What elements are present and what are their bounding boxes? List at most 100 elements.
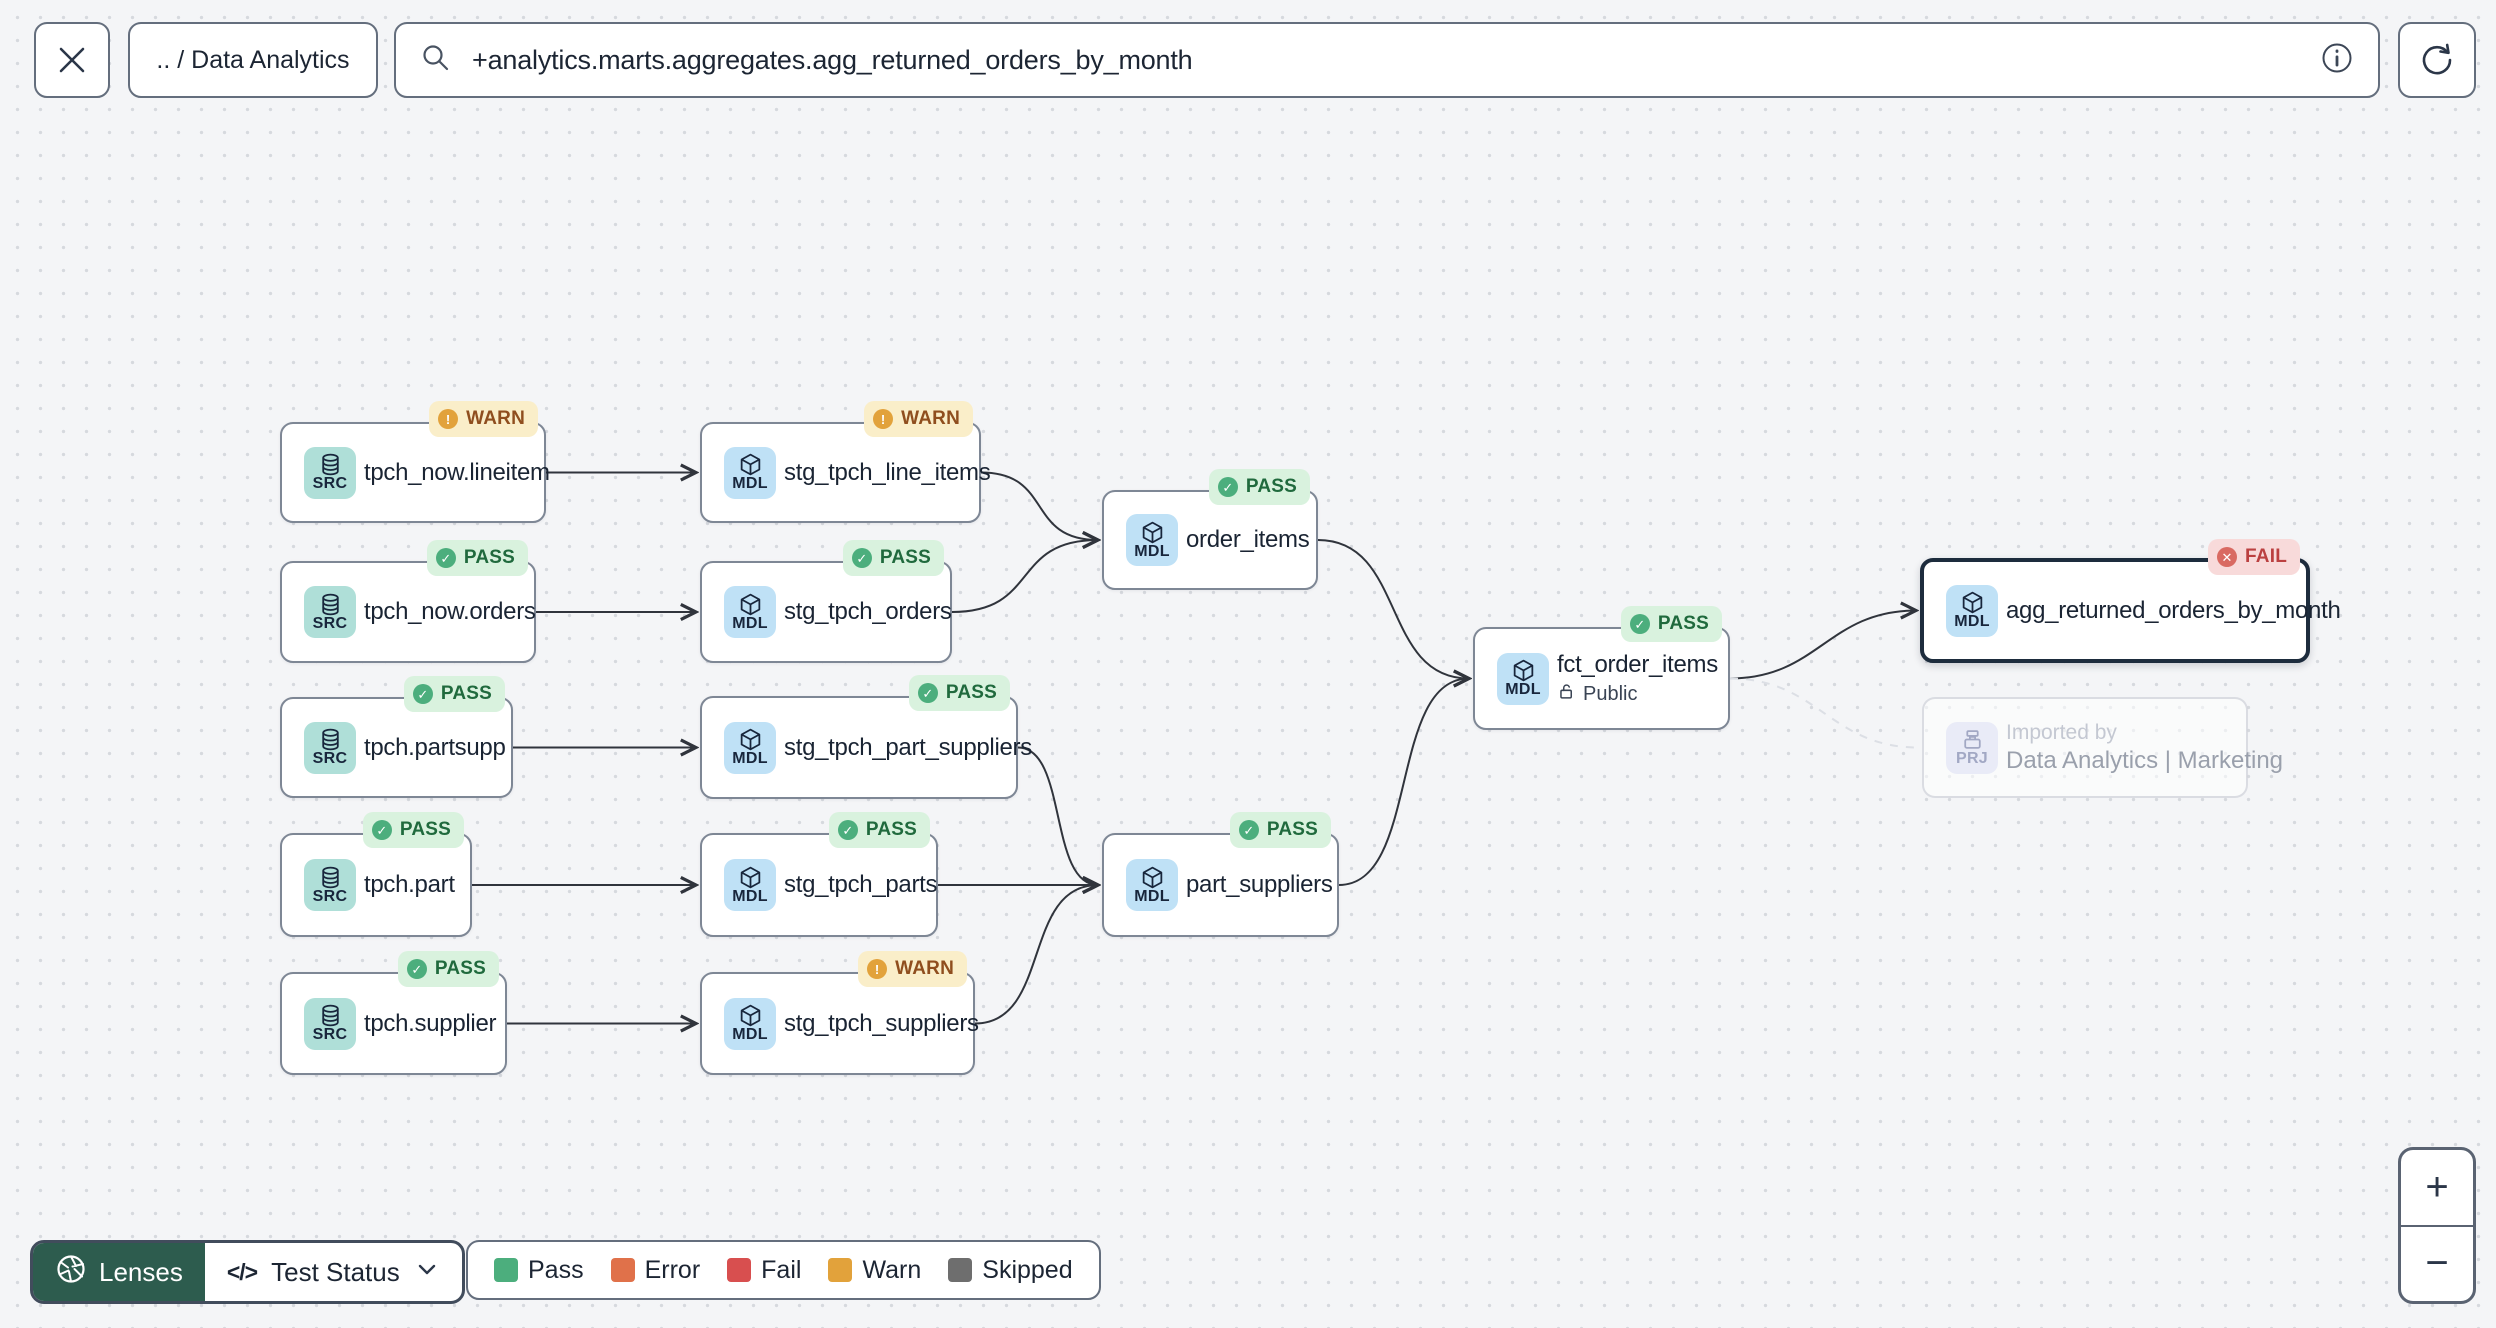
node-title: tpch.part [364, 871, 455, 898]
node-type-label: SRC [312, 750, 348, 768]
status-badge-label: PASS [434, 958, 486, 979]
close-button[interactable] [34, 22, 110, 98]
graph-node-order_items[interactable]: ✓PASS MDL order_items [1102, 469, 1318, 590]
status-badge: !WARN [864, 401, 973, 437]
legend-item-skipped: Skipped [948, 1255, 1073, 1285]
node-type-label: SRC [312, 1026, 348, 1044]
node-type-label: MDL [732, 887, 768, 905]
edge-stg_tpch_part_suppliers-to-part_suppliers [1017, 746, 1098, 886]
node-title: stg_tpch_parts [784, 871, 938, 898]
warn-status-icon: ! [867, 959, 888, 979]
status-badge: ✕FAIL [2208, 539, 2300, 575]
zoom-in-button[interactable]: + [2401, 1150, 2473, 1227]
node-type-label: MDL [1134, 887, 1170, 905]
legend-item-warn: Warn [828, 1256, 921, 1285]
node-title: stg_tpch_part_suppliers [784, 733, 1032, 761]
status-badge-label: PASS [1266, 819, 1318, 840]
search-bar[interactable] [394, 22, 2380, 98]
pass-status-icon: ✓ [917, 683, 938, 703]
edge-fct_order_items-to-imported_by [1729, 677, 1919, 749]
node-title: agg_returned_orders_by_month [2006, 596, 2341, 624]
database-icon: SRC [304, 859, 356, 911]
aperture-icon [55, 1253, 87, 1292]
cube-icon: MDL [724, 721, 776, 774]
status-badge-label: FAIL [2245, 546, 2287, 567]
graph-node-tpch_part[interactable]: ✓PASS SRC tpch.part [280, 812, 472, 937]
status-badge-label: PASS [1657, 613, 1709, 634]
legend-label: Warn [862, 1255, 922, 1284]
status-badge-label: PASS [865, 819, 917, 840]
edge-order_items-to-fct_order_items [1317, 539, 1469, 679]
code-icon: </> [226, 1258, 258, 1285]
node-type-label: PRJ [1955, 750, 1989, 768]
info-icon[interactable] [2320, 41, 2354, 80]
status-badge: ✓PASS [908, 675, 1010, 711]
status-badge-label: WARN [895, 958, 954, 979]
legend-swatch [610, 1258, 635, 1282]
node-type-label: MDL [732, 1026, 768, 1044]
node-title: part_suppliers [1186, 871, 1333, 898]
search-icon [420, 42, 452, 79]
graph-node-tpch_partsupp[interactable]: ✓PASS SRC tpch.partsupp [280, 676, 513, 798]
legend-label: Pass [528, 1255, 584, 1284]
node-title: Data Analytics | Marketing [2006, 746, 2284, 774]
status-badge: ✓PASS [1208, 469, 1310, 505]
graph-node-agg_returned_orders_by_month[interactable]: ✕FAIL MDL agg_returned_orders_by_month [1920, 539, 2341, 663]
node-title: order_items [1186, 526, 1310, 553]
legend-swatch [494, 1258, 518, 1282]
pass-status-icon: ✓ [851, 548, 872, 568]
graph-node-stg_tpch_parts[interactable]: ✓ PASS MDL stg_tpch_parts [700, 812, 938, 937]
status-badge-label: PASS [440, 683, 492, 704]
search-input[interactable] [470, 43, 2302, 77]
cube-icon: MDL [724, 859, 776, 911]
status-badge: ✓ PASS [828, 812, 930, 848]
legend-label: Skipped [982, 1255, 1073, 1284]
project-icon: PRJ [1946, 721, 1998, 774]
cube-icon: MDL [1497, 652, 1549, 705]
status-badge: ! WARN [858, 951, 967, 987]
edge-stg_tpch_line_items-to-order_items [980, 471, 1098, 541]
chevron-down-icon [414, 1256, 440, 1289]
status-badge: ✓PASS [362, 812, 464, 848]
cube-icon: MDL [1126, 514, 1178, 566]
lens-selector[interactable]: </> Test Status [205, 1243, 462, 1301]
node-title: tpch.partsupp [364, 733, 506, 761]
lenses-button[interactable]: Lenses [33, 1243, 205, 1301]
node-title: fct_order_items [1557, 650, 1718, 678]
node-title: tpch_now.lineitem [364, 458, 550, 486]
status-badge-label: WARN [466, 408, 525, 429]
legend-swatch [828, 1258, 853, 1282]
legend-swatch [948, 1258, 973, 1282]
graph-node-stg_tpch_part_suppliers[interactable]: ✓PASS MDL stg_tpch_part_suppliers [700, 675, 1032, 799]
zoom-out-button[interactable]: − [2425, 1241, 2449, 1286]
node-type-label: SRC [312, 475, 348, 493]
database-icon: SRC [304, 586, 356, 638]
cube-icon: MDL [1946, 584, 1998, 637]
refresh-button[interactable] [2398, 22, 2476, 98]
legend-swatch [727, 1258, 752, 1282]
lock-open-icon [1557, 682, 1576, 707]
pass-status-icon: ✓ [837, 820, 858, 840]
lenses-label: Lenses [99, 1256, 183, 1287]
breadcrumb[interactable]: .. / Data Analytics [128, 22, 378, 98]
node-title: stg_tpch_orders [784, 598, 952, 625]
edge-stg_tpch_suppliers-to-part_suppliers [974, 885, 1098, 1025]
database-icon: SRC [304, 446, 356, 499]
pass-status-icon: ✓ [1217, 477, 1238, 497]
status-badge: ✓PASS [403, 676, 505, 712]
legend-item-error: Error [610, 1256, 700, 1285]
edge-fct_order_items-to-agg_returned_orders_by_month [1729, 611, 1916, 680]
pass-status-icon: ✓ [371, 820, 392, 840]
node-type-label: SRC [312, 887, 348, 905]
